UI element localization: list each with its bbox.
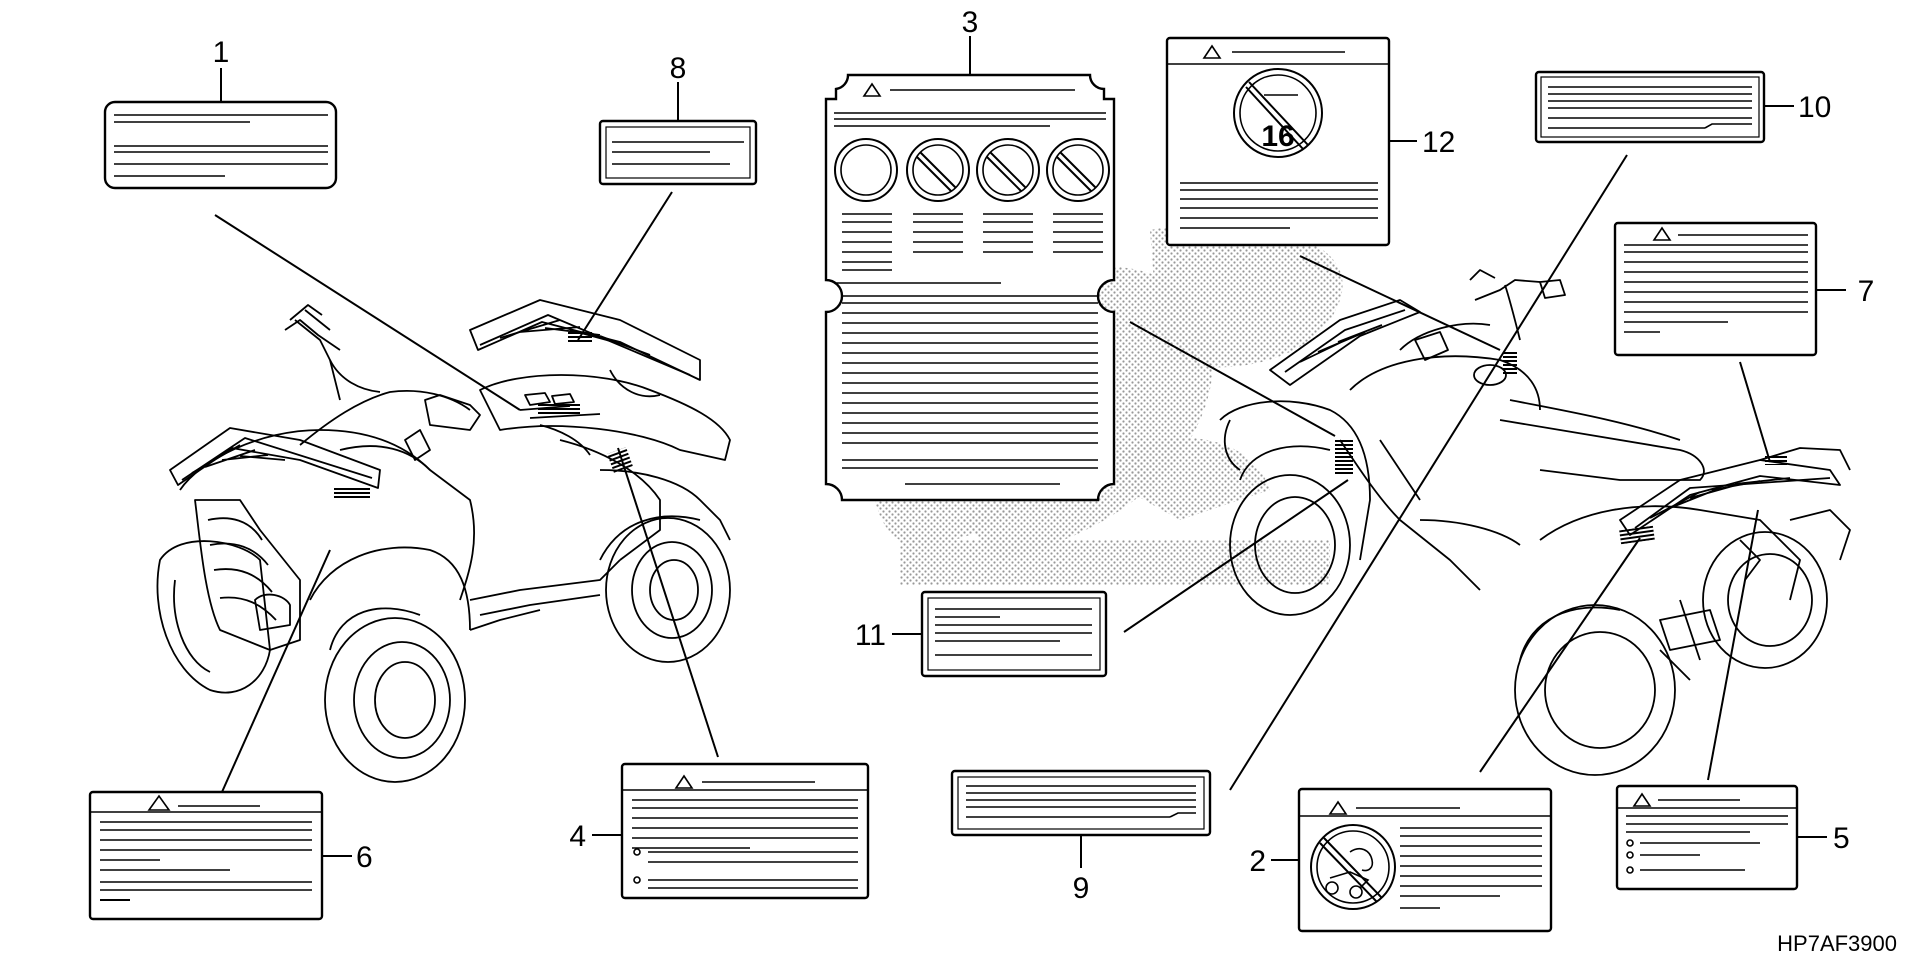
label-3: 3 xyxy=(824,6,1116,502)
callout-number: 7 xyxy=(1858,275,1875,308)
callout-number: 12 xyxy=(1422,126,1455,159)
label-7: 7 xyxy=(1613,221,1875,357)
callout-number: 9 xyxy=(1073,872,1090,905)
atv-front-view xyxy=(156,299,731,783)
atv-rear-view xyxy=(1219,269,1851,776)
callout-number: 8 xyxy=(670,52,687,85)
callout-number: 3 xyxy=(962,6,979,39)
callout-number: 1 xyxy=(213,36,230,69)
label-8: 8 xyxy=(598,52,758,186)
label-12: 16 12 xyxy=(1165,36,1455,247)
age-restriction-symbol: 16 xyxy=(1233,68,1323,158)
label-9: 9 xyxy=(950,769,1212,905)
label-10: 10 xyxy=(1534,70,1831,144)
no-symbol xyxy=(906,138,970,202)
label-6: 6 xyxy=(88,790,373,921)
label-1: 1 xyxy=(103,36,338,190)
no-passenger-symbol xyxy=(1310,824,1396,910)
callout-number: 4 xyxy=(569,820,586,853)
callout-number: 11 xyxy=(855,619,886,652)
label-5: 5 xyxy=(1615,784,1850,891)
diagram-code: HP7AF3900 xyxy=(1777,931,1897,956)
callout-number: 5 xyxy=(1833,822,1850,855)
label-4: 4 xyxy=(569,762,870,900)
callout-number: 6 xyxy=(356,841,373,874)
callout-number: 10 xyxy=(1798,91,1831,124)
no-symbol xyxy=(1046,138,1110,202)
label-2: 2 xyxy=(1249,787,1553,933)
no-symbol xyxy=(976,138,1040,202)
callout-number: 2 xyxy=(1249,845,1266,878)
leader-lines xyxy=(214,154,1771,793)
label-11: 11 xyxy=(855,590,1108,678)
